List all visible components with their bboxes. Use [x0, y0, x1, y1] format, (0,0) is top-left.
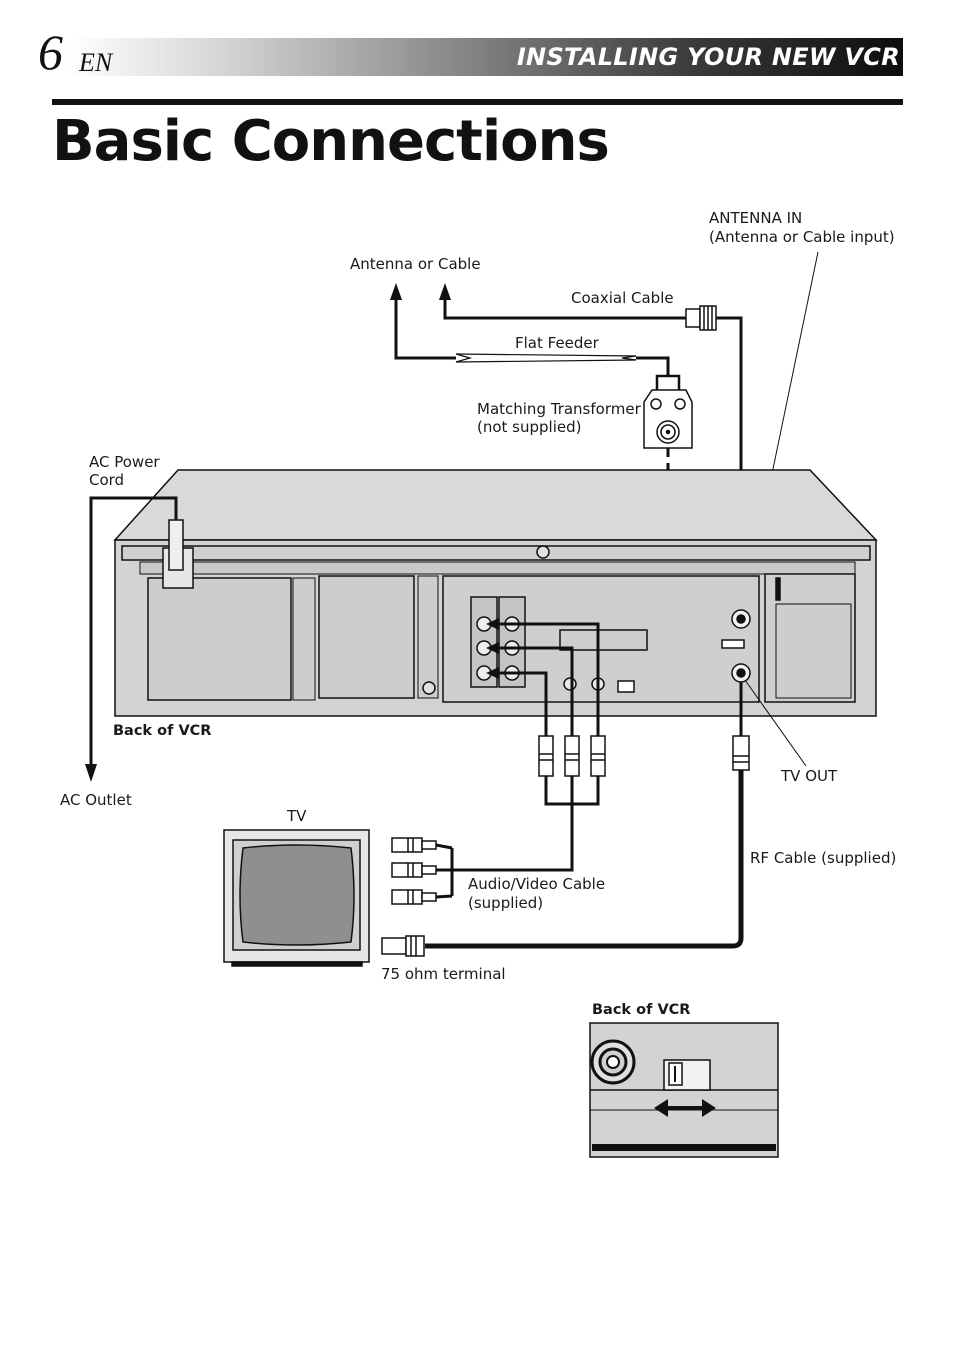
ac-outlet-arrow-icon [85, 764, 97, 782]
label-tv: TV [287, 807, 307, 825]
section-title: INSTALLING YOUR NEW VCR [516, 43, 900, 71]
flat-feeder [455, 353, 637, 363]
label-coaxial-cable: Coaxial Cable [571, 289, 674, 307]
label-av-supplied: (supplied) [468, 894, 544, 912]
rca-plugs [538, 735, 606, 777]
title-rule [52, 99, 903, 105]
rf-plug [732, 735, 750, 771]
label-back-of-vcr-inset: Back of VCR [592, 1002, 691, 1018]
tv-rf-plug [381, 935, 425, 957]
av-cable-lines [450, 622, 600, 896]
label-antenna-in: ANTENNA IN [709, 209, 803, 227]
av-jacks [476, 616, 520, 681]
page-number: 6 [38, 24, 63, 80]
tv-set [223, 829, 370, 967]
label-flat-feeder: Flat Feeder [515, 334, 599, 352]
label-75-ohm-terminal: 75 ohm terminal [381, 965, 506, 983]
label-back-of-vcr: Back of VCR [113, 723, 212, 739]
page-language: EN [79, 48, 113, 77]
page-title: Basic Connections [52, 109, 610, 174]
rf-cable [425, 682, 744, 949]
antenna-arrow-right-icon [439, 283, 451, 300]
header-bar [68, 38, 903, 76]
ac-power-cord [89, 496, 178, 764]
vcr-body [113, 469, 878, 717]
label-av-cable: Audio/Video Cable [468, 875, 606, 893]
label-rf-cable: RF Cable (supplied) [750, 849, 897, 867]
label-ac-power: AC Power [89, 453, 160, 471]
label-cord: Cord [89, 471, 125, 489]
inset-back-of-vcr [589, 1022, 779, 1158]
label-not-supplied: (not supplied) [477, 418, 582, 436]
label-matching-transformer: Matching Transformer [477, 400, 641, 418]
label-tv-out: TV OUT [781, 767, 838, 785]
antenna-arrow-left-icon [390, 283, 402, 300]
coaxial-connector [685, 305, 717, 331]
label-ac-outlet: AC Outlet [60, 791, 132, 809]
label-antenna-or-cable: Antenna or Cable [350, 255, 481, 273]
label-antenna-in-sub: (Antenna or Cable input) [709, 228, 895, 246]
matching-transformer [643, 374, 693, 449]
tv-rca-plugs [391, 837, 437, 905]
